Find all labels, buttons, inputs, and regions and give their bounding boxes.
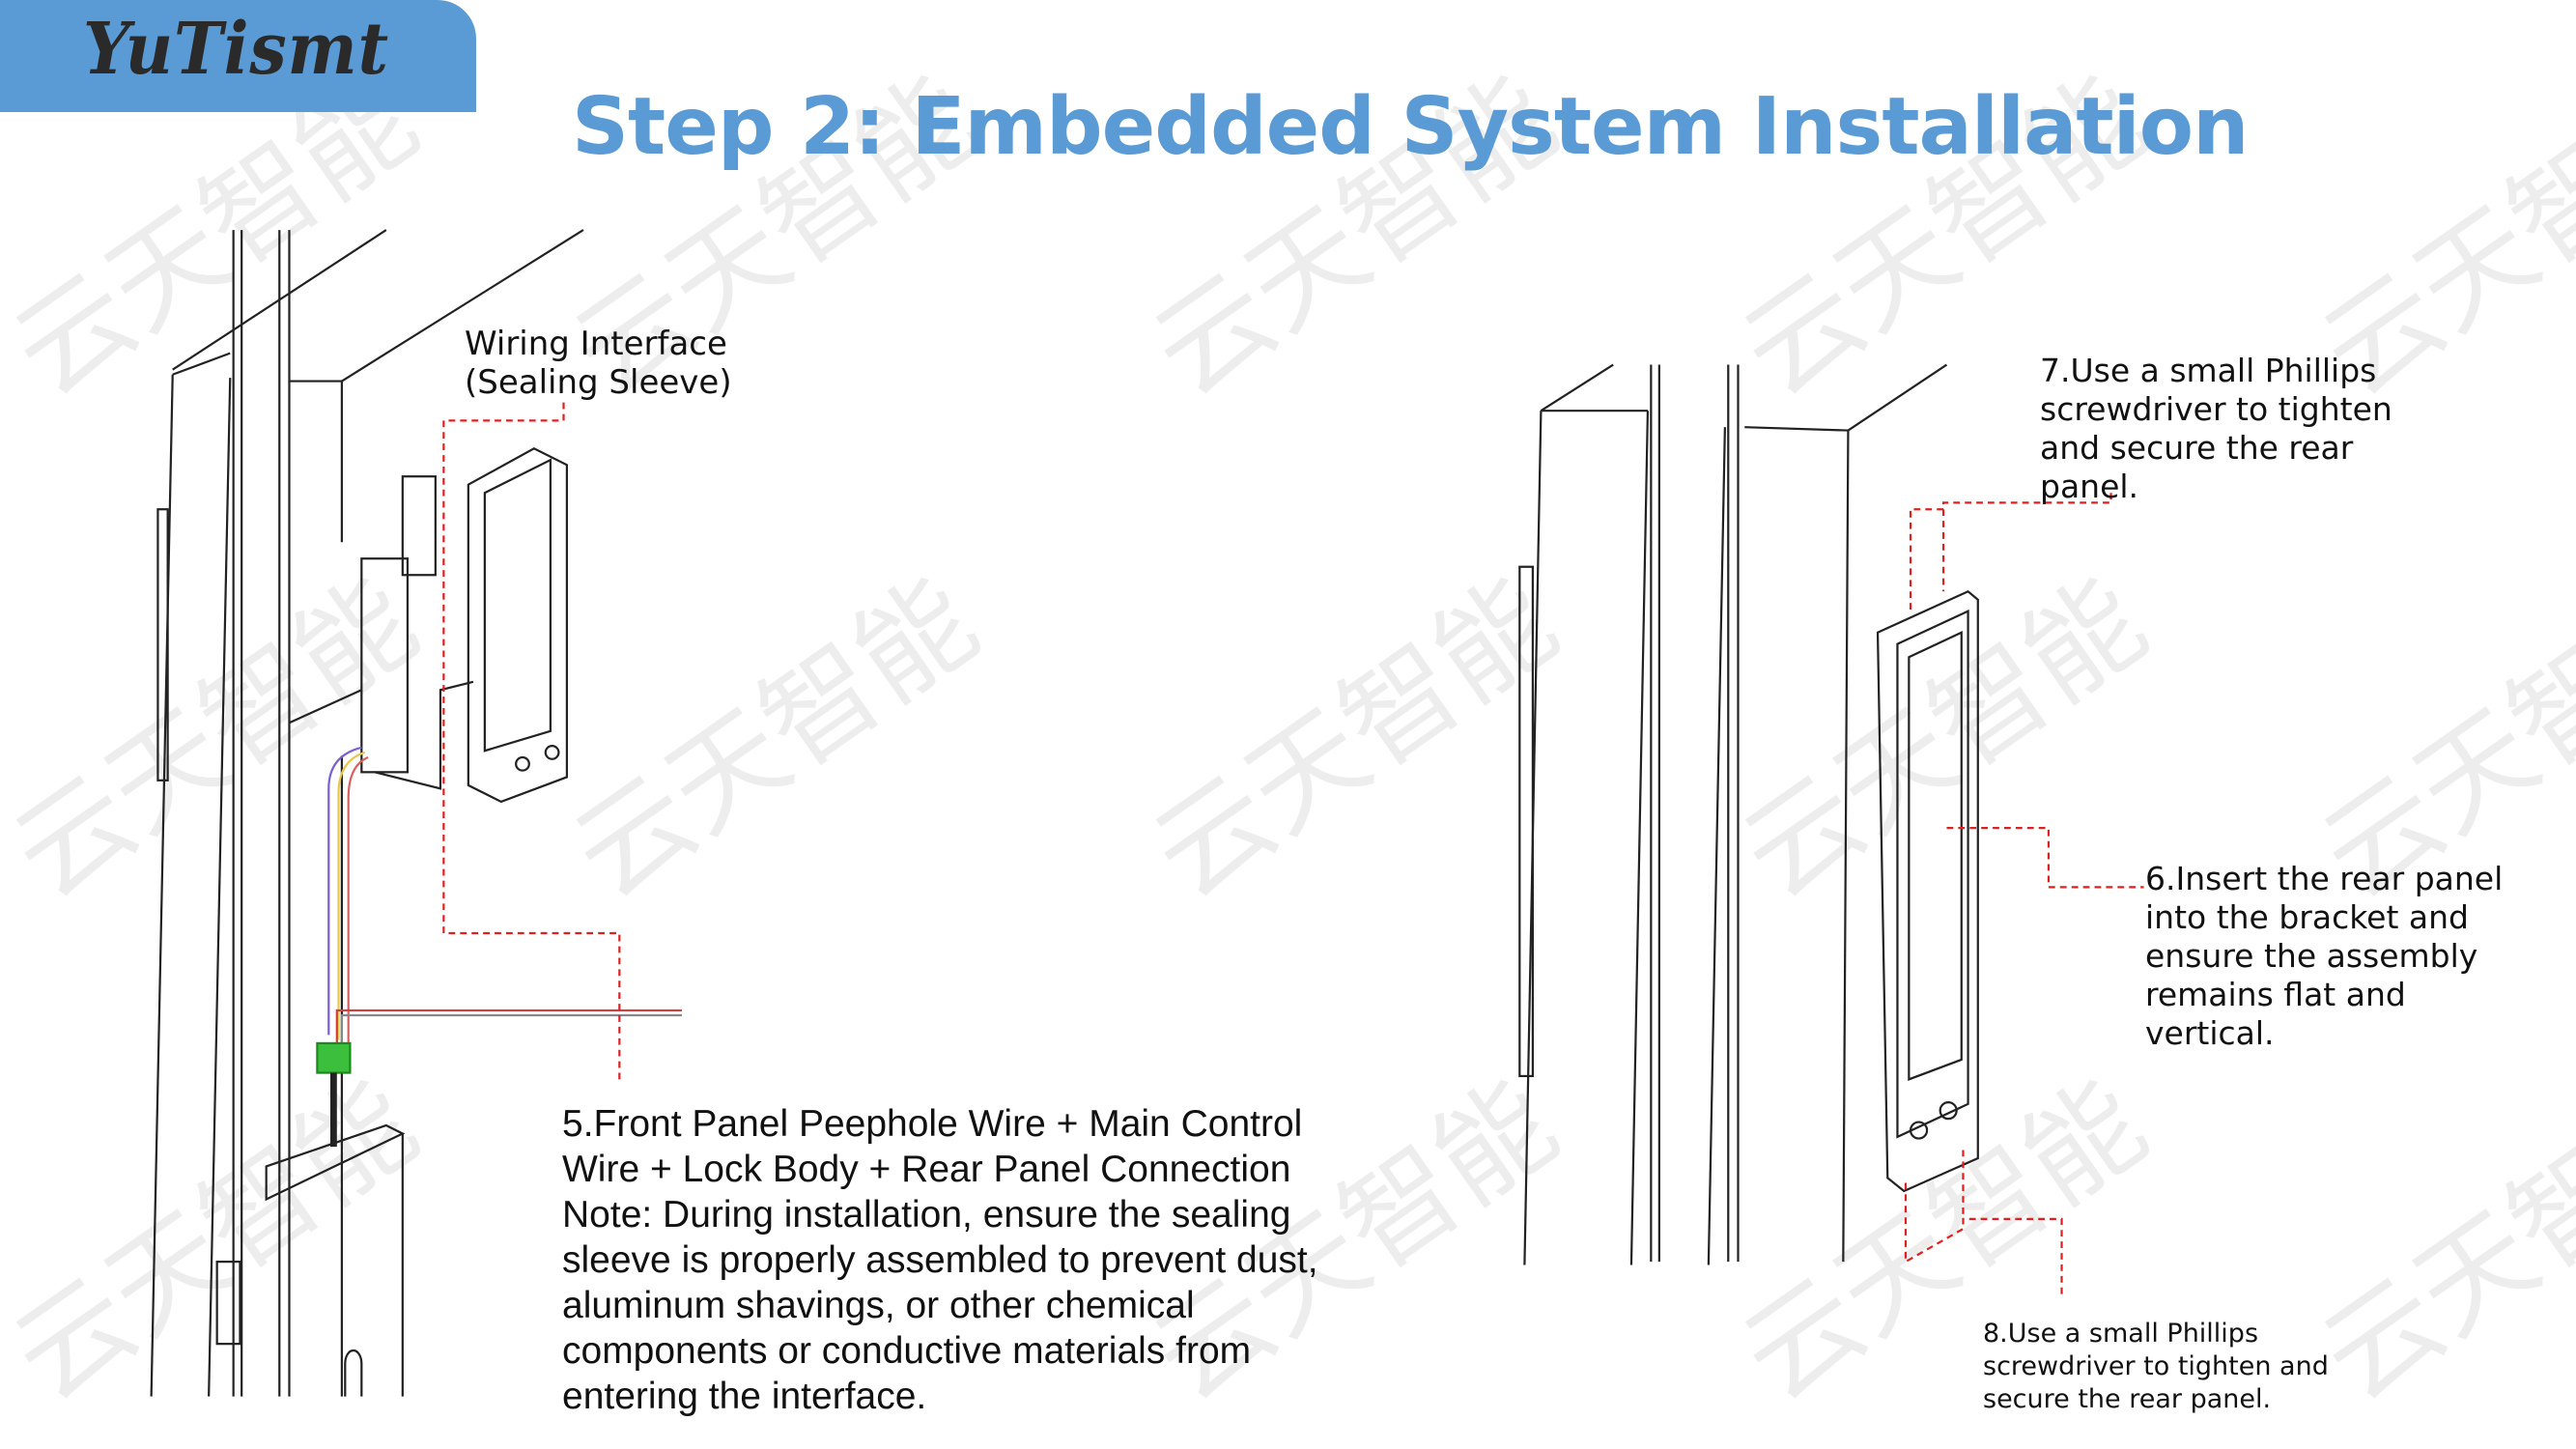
step-8-text: 8.Use a small Phillips screwdriver to ti… — [1983, 1319, 2329, 1414]
step-6-text: 6.Insert the rear panel into the bracket… — [2145, 860, 2504, 1052]
right-door-drawing — [1518, 363, 2144, 1295]
page-title: Step 2: Embedded System Installation — [572, 81, 2249, 173]
brand-logo-tab: YuTismt — [0, 0, 476, 112]
step-7-text: 7.Use a small Phillips screwdriver to ti… — [2040, 352, 2392, 505]
left-door-drawing — [150, 229, 682, 1397]
brand-logo: YuTismt — [83, 8, 389, 91]
step-5-text: 5.Front Panel Peephole Wire + Main Contr… — [562, 1103, 1318, 1417]
wiring-interface-label: Wiring Interface (Sealing Sleeve) — [465, 325, 732, 402]
